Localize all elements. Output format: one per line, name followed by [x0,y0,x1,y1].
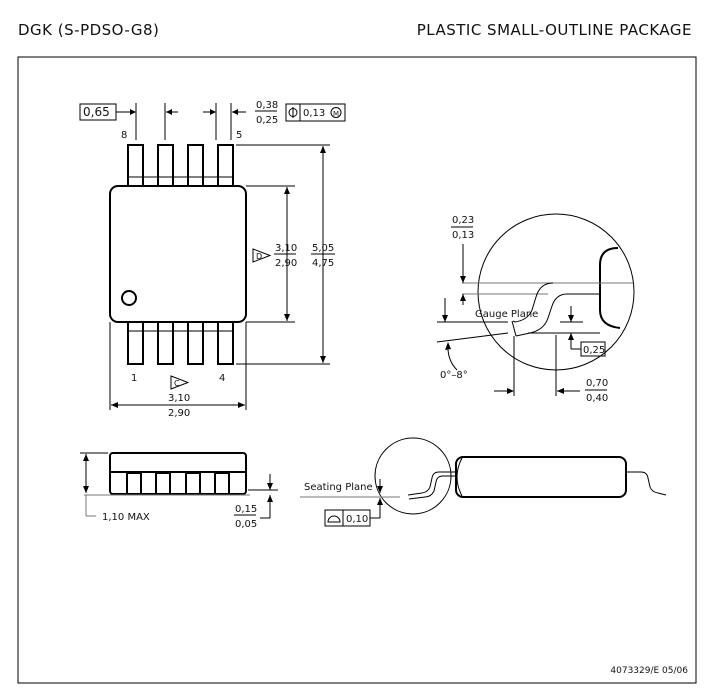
svg-text:D: D [256,252,262,261]
seating-plane-label: Seating Plane [304,482,373,493]
standoff-max: 0,15 [235,504,257,515]
overall-width-max: 5,05 [312,243,334,254]
foot-length-min: 0,40 [586,393,608,404]
angle-value: 0°–8° [440,370,468,381]
lead-thickness-max: 0,23 [452,215,474,226]
lead-thickness-min: 0,13 [452,230,474,241]
side-view-end: 1,10 MAX 0,15 0,05 [80,452,278,530]
drawing-frame [17,56,697,684]
lead-detail: Gauge Plane 0,23 0,13 0°–8° 0,25 0,70 0,… [436,213,635,404]
pitch-value: 0,65 [83,105,110,119]
pin-label-1: 1 [131,373,137,384]
datum-c-icon [170,375,190,390]
mmc-modifier-icon [330,107,342,118]
position-tolerance-frame: 0,13 M [285,103,346,122]
top-view: 8 5 1 4 0,65 0,38 0,25 0,13 M D 3,10 [79,100,346,419]
flatness-tolerance-frame: 0,10 [324,509,371,527]
pin-label-8: 8 [121,130,127,141]
lead-width-max: 0,38 [256,100,278,111]
standoff-min: 0,05 [235,519,257,530]
bottom-pins [127,321,234,365]
datum-d-icon [252,248,272,263]
foot-length-max: 0,70 [586,378,608,389]
side-view-profile: Seating Plane 0,10 [300,437,667,527]
pin1-marker [121,290,137,306]
package-body [109,185,247,323]
body-length-max: 3,10 [275,243,297,254]
coplanarity-value: 0,10 [346,514,368,525]
drawing-number: 4073329/E 05/06 [610,666,688,676]
gauge-offset-value: 0,25 [583,345,605,356]
package-title: PLASTIC SMALL-OUTLINE PACKAGE [417,21,692,39]
svg-text:M: M [333,110,339,118]
gauge-plane-label: Gauge Plane [475,309,538,320]
top-pins [127,144,234,187]
body-width-max: 3,10 [168,393,190,404]
body-width-min: 2,90 [168,408,190,419]
overall-width-min: 4,75 [312,258,334,269]
position-tolerance-value: 0,13 [303,108,325,119]
flatness-symbol-icon [327,515,341,523]
height-value: 1,10 MAX [102,512,150,523]
svg-text:C: C [174,379,180,388]
pin-label-4: 4 [219,373,225,384]
package-code: DGK (S-PDSO-G8) [18,21,159,39]
pin-label-5: 5 [236,130,242,141]
body-length-min: 2,90 [275,258,297,269]
lead-width-min: 0,25 [256,115,278,126]
